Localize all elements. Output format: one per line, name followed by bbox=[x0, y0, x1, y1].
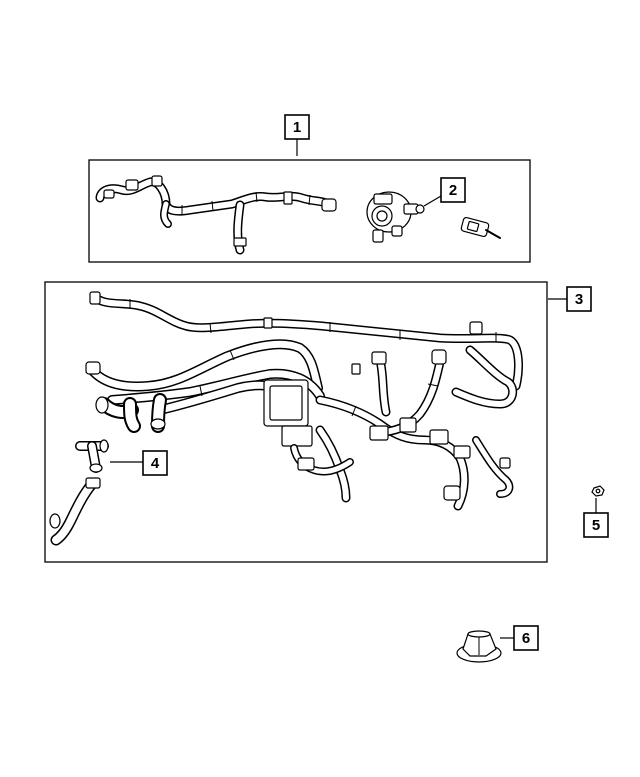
coolant-valve bbox=[366, 191, 425, 243]
svg-text:5: 5 bbox=[592, 517, 600, 534]
svg-text:1: 1 bbox=[293, 119, 301, 136]
svg-text:2: 2 bbox=[449, 182, 457, 199]
lower-assembly-frame bbox=[44, 281, 548, 563]
hose-connector bbox=[75, 439, 109, 473]
callout-1: 1 bbox=[284, 114, 310, 156]
hose-elbows bbox=[95, 393, 167, 433]
callout-3: 3 bbox=[548, 286, 592, 312]
heater-hose-main-assembly bbox=[85, 291, 523, 511]
callout-2: 2 bbox=[423, 177, 466, 207]
svg-text:4: 4 bbox=[151, 455, 160, 472]
callout-6: 6 bbox=[500, 625, 539, 651]
svg-text:6: 6 bbox=[522, 630, 530, 647]
short-hose bbox=[49, 477, 101, 546]
callout-5: 5 bbox=[583, 498, 609, 538]
upper-assembly-frame bbox=[88, 159, 531, 263]
svg-text:3: 3 bbox=[575, 291, 583, 308]
callout-4: 4 bbox=[110, 450, 168, 476]
hose-clip bbox=[460, 216, 501, 239]
heater-hose-upper-assembly bbox=[95, 175, 337, 255]
small-nut bbox=[591, 485, 605, 497]
flange-nut bbox=[456, 630, 502, 663]
